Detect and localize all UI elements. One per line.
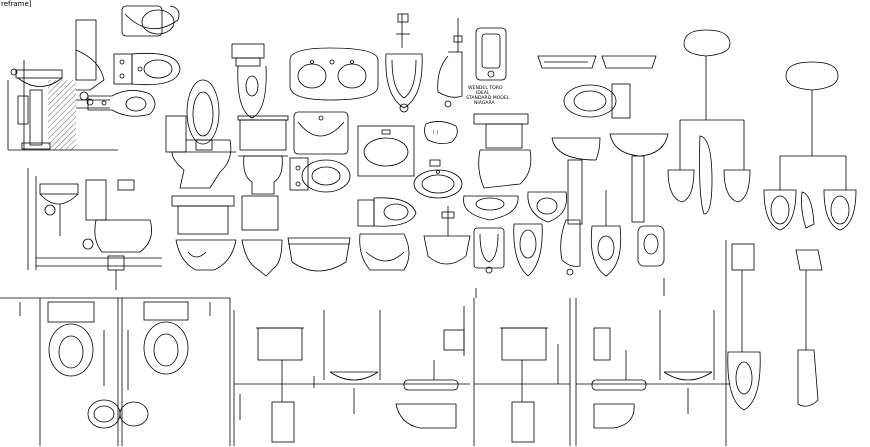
high-tank-urinal-2	[795, 249, 823, 407]
spec-line-4: NIAGARA	[474, 100, 496, 106]
pedestal-basin-front-1	[551, 137, 601, 225]
toilet-front-view-1	[237, 115, 289, 195]
urinal-side-flush-valve	[437, 18, 463, 108]
double-basin-top-view	[289, 47, 379, 101]
toilet-front-view-2	[171, 195, 237, 271]
oval-basin-top	[413, 169, 463, 199]
accessible-elevation-3	[575, 298, 730, 446]
toilet-cistern-1	[231, 43, 267, 119]
urinal-wall-front-2	[513, 223, 543, 277]
accessible-elevation-2	[463, 298, 571, 446]
basin-top-view-small	[527, 191, 567, 223]
toilet-front-view-3	[241, 195, 283, 277]
toilet-side-view-2	[473, 113, 532, 189]
urinal-wall-front-1	[473, 227, 505, 274]
toilet-side-view-1	[165, 115, 236, 189]
plumbing-section-left	[27, 168, 162, 290]
rectangular-basin-top	[357, 125, 415, 177]
sheet-dividers	[475, 240, 727, 446]
urinal-wall-front-3	[590, 190, 622, 277]
counter-basin-top-view	[537, 55, 657, 69]
accessible-elevation-1	[233, 310, 470, 446]
urinal-side-2	[560, 219, 581, 276]
urinal-top-view	[463, 195, 519, 221]
accessible-toilet-plan-1	[0, 297, 122, 446]
high-tank-urinal-1	[727, 243, 761, 411]
urinal-wall-front-4	[637, 225, 665, 267]
toilet-side-view-3	[359, 233, 410, 271]
flush-tank-ceiling-2	[763, 61, 857, 231]
toilet-top-view-1	[121, 5, 180, 37]
wall-hung-toilet-top	[87, 90, 156, 117]
bidet-top-view	[113, 52, 181, 86]
pedestal-basin-front-2	[609, 133, 669, 223]
bidet-top-view-2	[289, 157, 351, 193]
square-basin-front	[293, 111, 349, 155]
pedestal-basin-section	[7, 60, 118, 151]
accessible-toilet-plan-2	[119, 297, 231, 446]
spec-line-1: WENDEL TORO	[468, 85, 503, 91]
toilet-top-view-2	[357, 197, 417, 227]
flush-tag: [ ]	[424, 121, 458, 167]
toilet-top-elongated	[186, 79, 220, 151]
toilet-front-view-4	[287, 237, 351, 272]
basin-with-pedestal-front	[423, 206, 471, 265]
urinal-side-view	[75, 19, 110, 109]
urinal-commercial-front	[475, 27, 507, 81]
flush-tank-ceiling-1	[667, 29, 751, 215]
frame-label: reframe]	[1, 0, 32, 8]
toilet-top-with-tank	[563, 83, 631, 119]
urinal-front-flush-valve	[385, 13, 423, 113]
spec-line-3: STANDARD MODEL	[466, 95, 510, 101]
urinal-spec-note: WENDEL TORO IDEAL STANDARD MODEL NIAGARA	[466, 85, 510, 106]
flush-tag-text: [ ]	[433, 130, 438, 136]
spec-line-2: IDEAL	[476, 90, 490, 96]
